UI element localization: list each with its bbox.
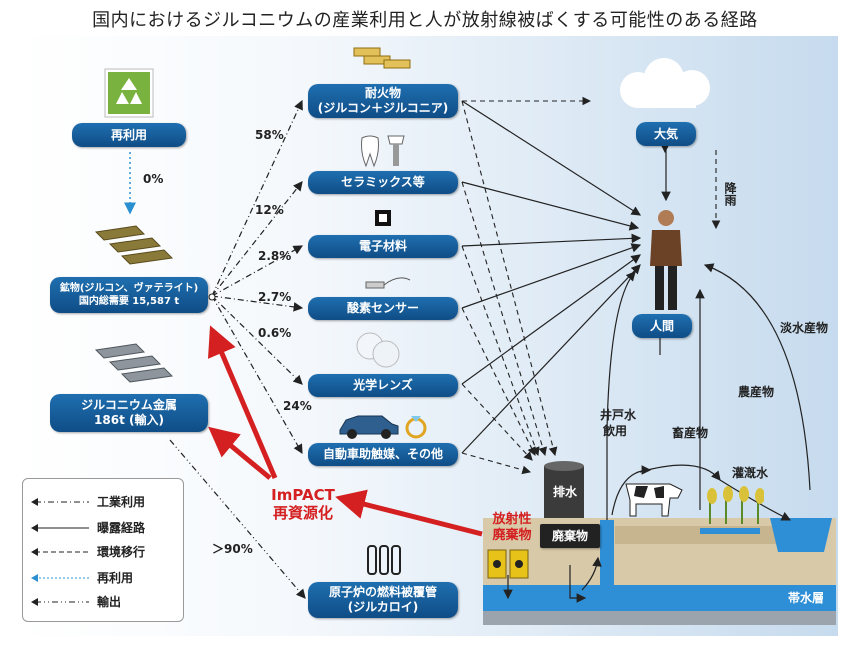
cladding-box: 原子炉の燃料被覆管 (ジルカロイ) bbox=[308, 582, 458, 618]
metal-box: ジルコニウム金属 186t (輸入) bbox=[50, 394, 208, 432]
crop-icon bbox=[707, 486, 764, 524]
pct-refractory: 58% bbox=[255, 128, 284, 142]
fuel-rod-icon bbox=[367, 545, 401, 575]
tooth-implant-icon bbox=[361, 135, 405, 168]
freshwater-label: 淡水産物 bbox=[780, 321, 829, 335]
livestock-label: 畜産物 bbox=[672, 426, 709, 440]
pct-electronics: 2.8% bbox=[258, 249, 292, 263]
person-icon bbox=[650, 210, 682, 310]
pct-recycle: 0% bbox=[143, 172, 164, 186]
aquifer-label: 帯水層 bbox=[788, 591, 825, 605]
recycle-box: 再利用 bbox=[72, 123, 186, 147]
irrigation-channel bbox=[700, 528, 760, 534]
recycle-icon bbox=[104, 68, 154, 118]
pct-cladding: ＞90% bbox=[212, 542, 253, 556]
ore-bars-icon bbox=[94, 225, 174, 265]
pct-oxygen-sensor: 2.7% bbox=[258, 290, 292, 304]
atmosphere-box: 大気 bbox=[636, 122, 696, 146]
optical-lens-box: 光学レンズ bbox=[308, 374, 458, 397]
refractory-box: 耐火物 (ジルコン＋ジルコニア) bbox=[308, 84, 458, 118]
metal-bars-icon bbox=[94, 343, 174, 383]
pct-catalyst: 24% bbox=[283, 399, 312, 413]
agriculture-label: 農産物 bbox=[738, 385, 775, 399]
radioactive-drum-icon bbox=[487, 549, 529, 579]
pct-ceramics: 12% bbox=[255, 203, 284, 217]
drinking-label: 飲用 bbox=[603, 424, 628, 438]
irrigation-label: 灌漑水 bbox=[732, 466, 769, 480]
well-shaft bbox=[600, 520, 614, 586]
ore-box: 鉱物(ジルコン、ヴァテライト) 国内総需要 15,587 t bbox=[50, 277, 208, 313]
rain-label: 降雨 bbox=[723, 182, 737, 206]
ceramics-box: セラミックス等 bbox=[308, 171, 458, 194]
electronics-box: 電子材料 bbox=[308, 235, 458, 258]
legend: 工業利用 曝露経路 環境移行 再利用 輸出 bbox=[22, 478, 184, 622]
cow-icon bbox=[625, 483, 683, 517]
drainage-label: 排水 bbox=[548, 480, 582, 504]
brick-icon bbox=[353, 47, 411, 69]
car-ring-icon bbox=[339, 415, 427, 439]
pond bbox=[770, 518, 832, 552]
impact-label: ImPACT 再資源化 bbox=[271, 486, 335, 522]
cloud-icon bbox=[620, 58, 710, 108]
page-title: 国内におけるジルコニウムの産業利用と人が放射線被ばくする可能性のある経路 bbox=[92, 10, 758, 31]
pct-optical-lens: 0.6% bbox=[258, 326, 292, 340]
lens-icon bbox=[356, 332, 400, 368]
chip-icon bbox=[375, 210, 391, 226]
well-water-label: 井戸水 bbox=[600, 408, 637, 422]
catalyst-box: 自動車助触媒、その他 bbox=[308, 443, 458, 466]
waste-box: 廃棄物 bbox=[540, 524, 600, 548]
soil-bottom bbox=[483, 611, 836, 625]
oxygen-sensor-box: 酸素センサー bbox=[308, 297, 458, 320]
radioactive-waste-label: 放射性 廃棄物 bbox=[492, 512, 532, 543]
human-box: 人間 bbox=[632, 314, 692, 338]
aquifer-layer bbox=[483, 585, 836, 611]
sensor-icon bbox=[365, 277, 411, 289]
